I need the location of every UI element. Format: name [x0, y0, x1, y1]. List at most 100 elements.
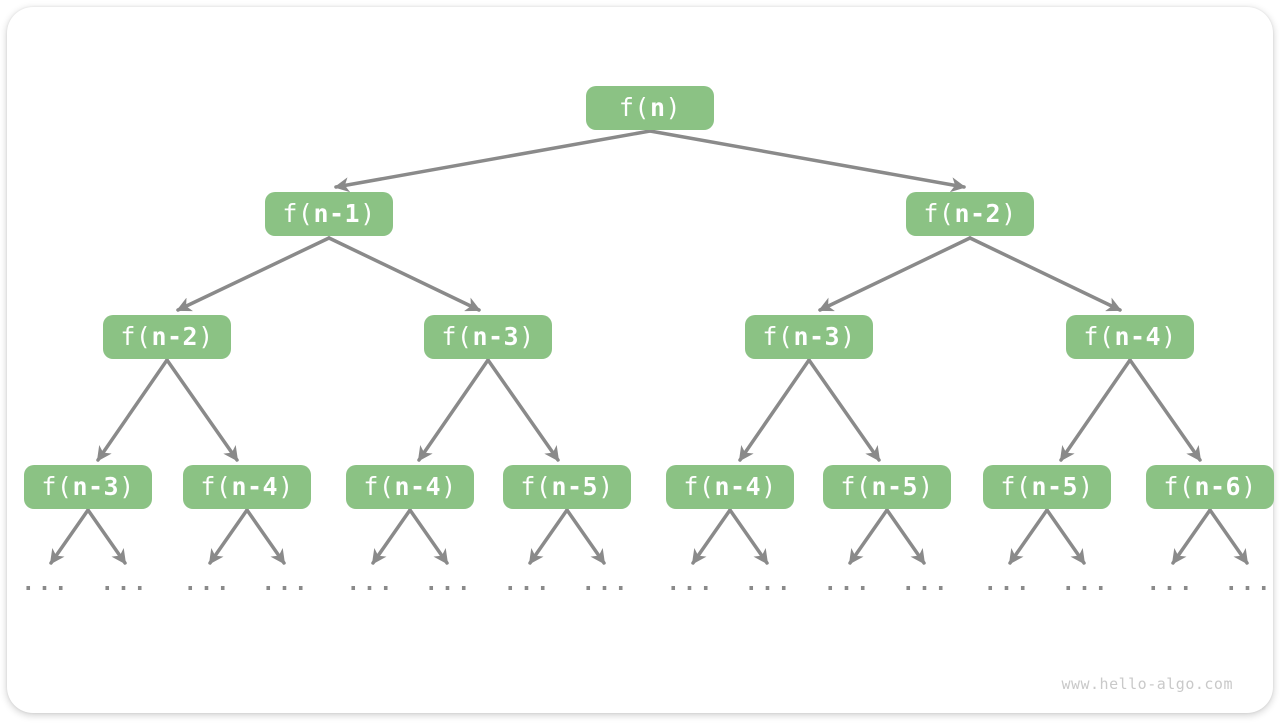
- node-label-suffix: ): [1161, 322, 1177, 351]
- node-l3-3: f(n-4): [1066, 315, 1194, 359]
- edge-arrow: [178, 238, 329, 310]
- node-l4-1: f(n-4): [183, 465, 311, 509]
- node-label-prefix: f(: [41, 472, 72, 501]
- ellipsis: ...: [16, 571, 76, 596]
- node-l4-6: f(n-5): [983, 465, 1111, 509]
- node-label-suffix: ): [1001, 199, 1017, 228]
- edge-arrow: [820, 238, 970, 310]
- node-label-core: n-5: [1031, 472, 1078, 501]
- node-label-prefix: f(: [200, 472, 231, 501]
- edge-arrow: [1173, 510, 1210, 563]
- edge-arrow: [329, 238, 479, 310]
- node-label-prefix: f(: [282, 199, 313, 228]
- edge-arrow: [530, 510, 567, 563]
- edge-arrow: [887, 510, 924, 563]
- node-label-core: n-5: [551, 472, 598, 501]
- node-label-suffix: ): [519, 322, 535, 351]
- edge-arrow: [247, 510, 284, 563]
- node-label-suffix: ): [278, 472, 294, 501]
- ellipsis: ...: [1219, 571, 1279, 596]
- node-l4-2: f(n-4): [346, 465, 474, 509]
- node-label-suffix: ): [119, 472, 135, 501]
- node-l4-3: f(n-5): [503, 465, 631, 509]
- ellipsis: ...: [178, 571, 238, 596]
- edge-arrow: [1010, 510, 1047, 563]
- node-label-core: n: [650, 93, 666, 122]
- node-l2-1: f(n-2): [906, 192, 1034, 236]
- edge-arrow: [1130, 360, 1200, 460]
- node-label-prefix: f(: [1083, 322, 1114, 351]
- node-label-core: n-3: [793, 322, 840, 351]
- node-label-suffix: ): [360, 199, 376, 228]
- edge-arrow: [970, 238, 1120, 310]
- node-label-suffix: ): [598, 472, 614, 501]
- edge-arrow: [419, 360, 488, 460]
- edge-arrow: [1047, 510, 1084, 563]
- node-label-prefix: f(: [923, 199, 954, 228]
- node-label-core: n-4: [231, 472, 278, 501]
- node-label-core: n-2: [954, 199, 1001, 228]
- node-l4-5: f(n-5): [823, 465, 951, 509]
- node-label-suffix: ): [1078, 472, 1094, 501]
- node-label-prefix: f(: [363, 472, 394, 501]
- watermark: www.hello-algo.com: [1061, 675, 1233, 693]
- edge-arrow: [809, 360, 879, 460]
- node-label-prefix: f(: [619, 93, 650, 122]
- ellipsis: ...: [341, 571, 401, 596]
- diagram-card: f(n) f(n-1) f(n-2) f(n-2) f(n-3) f(n-3) …: [7, 7, 1273, 713]
- ellipsis: ...: [419, 571, 479, 596]
- edge-arrow: [410, 510, 447, 563]
- node-label-core: n-3: [472, 322, 519, 351]
- node-label-core: n-3: [72, 472, 119, 501]
- node-label-core: n-1: [313, 199, 360, 228]
- node-label-core: n-4: [714, 472, 761, 501]
- edge-arrow: [1210, 510, 1247, 563]
- edge-arrow: [51, 510, 88, 563]
- edge-arrow: [650, 131, 964, 187]
- ellipsis: ...: [1141, 571, 1201, 596]
- node-label-prefix: f(: [683, 472, 714, 501]
- node-label-suffix: ): [840, 322, 856, 351]
- ellipsis: ...: [1056, 571, 1116, 596]
- node-label-suffix: ): [918, 472, 934, 501]
- node-label-suffix: ): [198, 322, 214, 351]
- node-label-prefix: f(: [1163, 472, 1194, 501]
- node-label-prefix: f(: [441, 322, 472, 351]
- ellipsis: ...: [896, 571, 956, 596]
- node-label-suffix: ): [441, 472, 457, 501]
- node-l4-7: f(n-6): [1146, 465, 1274, 509]
- edge-arrow: [373, 510, 410, 563]
- ellipsis: ...: [576, 571, 636, 596]
- node-label-suffix: ): [761, 472, 777, 501]
- node-label-prefix: f(: [520, 472, 551, 501]
- node-label-core: n-6: [1194, 472, 1241, 501]
- node-l4-0: f(n-3): [24, 465, 152, 509]
- edge-arrow: [488, 360, 558, 460]
- edge-arrow: [740, 360, 809, 460]
- edge-arrow: [730, 510, 767, 563]
- node-label-core: n-4: [1114, 322, 1161, 351]
- edge-arrow: [1061, 360, 1130, 460]
- edge-arrow: [567, 510, 604, 563]
- ellipsis: ...: [739, 571, 799, 596]
- node-label-core: n-2: [151, 322, 198, 351]
- edge-arrow: [167, 360, 237, 460]
- ellipsis: ...: [818, 571, 878, 596]
- node-label-prefix: f(: [1000, 472, 1031, 501]
- node-l3-2: f(n-3): [745, 315, 873, 359]
- node-label-core: n-5: [871, 472, 918, 501]
- edge-arrow: [336, 131, 650, 187]
- edge-arrow: [98, 360, 167, 460]
- edge-arrow: [693, 510, 730, 563]
- node-label-suffix: ): [666, 93, 682, 122]
- node-label-prefix: f(: [762, 322, 793, 351]
- node-label-prefix: f(: [120, 322, 151, 351]
- node-label-core: n-4: [394, 472, 441, 501]
- node-l2-0: f(n-1): [265, 192, 393, 236]
- edge-arrow: [850, 510, 887, 563]
- node-label-suffix: ): [1241, 472, 1257, 501]
- ellipsis: ...: [978, 571, 1038, 596]
- node-l3-0: f(n-2): [103, 315, 231, 359]
- node-l1-0: f(n): [586, 86, 714, 130]
- node-l3-1: f(n-3): [424, 315, 552, 359]
